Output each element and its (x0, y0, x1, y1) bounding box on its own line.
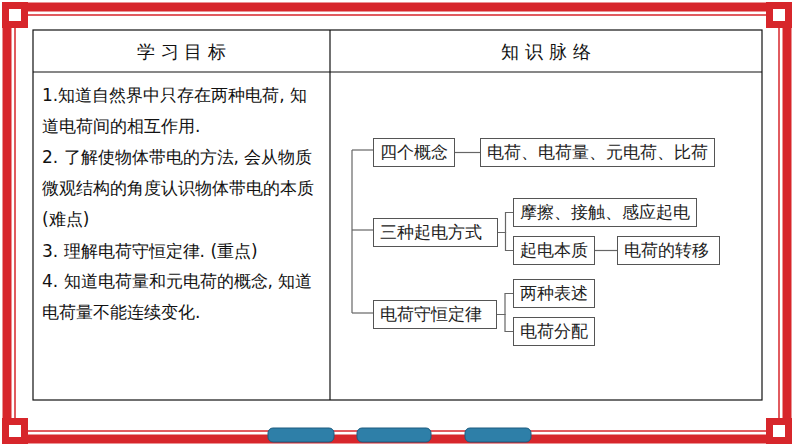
red-inner-line (15, 15, 779, 431)
connector-line (498, 233, 513, 251)
table-header: 学 习 目 标 (33, 36, 330, 67)
concept-box: 三种起电方式 (373, 218, 498, 247)
connector-line (595, 250, 617, 251)
table-header: 知 识 脉 络 (330, 36, 762, 67)
concept-box: 电荷的转移 (617, 236, 720, 265)
box-text: 摩擦、接触、感应起电 (520, 202, 690, 222)
concept-box: 电荷分配 (513, 317, 595, 346)
concept-box: 摩擦、接触、感应起电 (513, 198, 697, 227)
connector-line (455, 152, 480, 153)
objective-text: 1.知道自然界中只存在两种电荷, 知道电荷间的相互作用. (42, 80, 322, 142)
objective-text: 4. 知道电荷量和元电荷的概念, 知道电荷量不能连续变化. (42, 266, 322, 328)
concept-box: 四个概念 (373, 138, 455, 167)
box-text: 电荷的转移 (624, 240, 709, 260)
box-text: 起电本质 (520, 240, 588, 260)
connector-line (498, 213, 513, 233)
table-lines (33, 30, 762, 400)
box-text: 四个概念 (380, 142, 448, 162)
box-text: 电荷、电荷量、元电荷、比荷 (487, 142, 708, 162)
connector-line (497, 294, 513, 315)
connector-line (497, 315, 513, 332)
nav-buttons (268, 428, 531, 442)
root-bracket (352, 150, 373, 313)
concept-box: 电荷、电荷量、元电荷、比荷 (480, 138, 715, 167)
box-text: 三种起电方式 (380, 222, 482, 242)
box-text: 电荷守恒定律 (380, 304, 482, 324)
red-frame (7, 7, 787, 439)
concept-box: 电荷守恒定律 (373, 300, 497, 329)
concept-box: 起电本质 (513, 236, 595, 265)
objective-text: 2. 了解使物体带电的方法, 会从物质微观结构的角度认识物体带电的本质 (难点) (42, 142, 322, 235)
box-text: 电荷分配 (520, 321, 588, 341)
concept-box: 两种表述 (513, 279, 595, 308)
box-text: 两种表述 (520, 283, 588, 303)
objective-text: 3. 理解电荷守恒定律. (重点) (42, 236, 322, 267)
